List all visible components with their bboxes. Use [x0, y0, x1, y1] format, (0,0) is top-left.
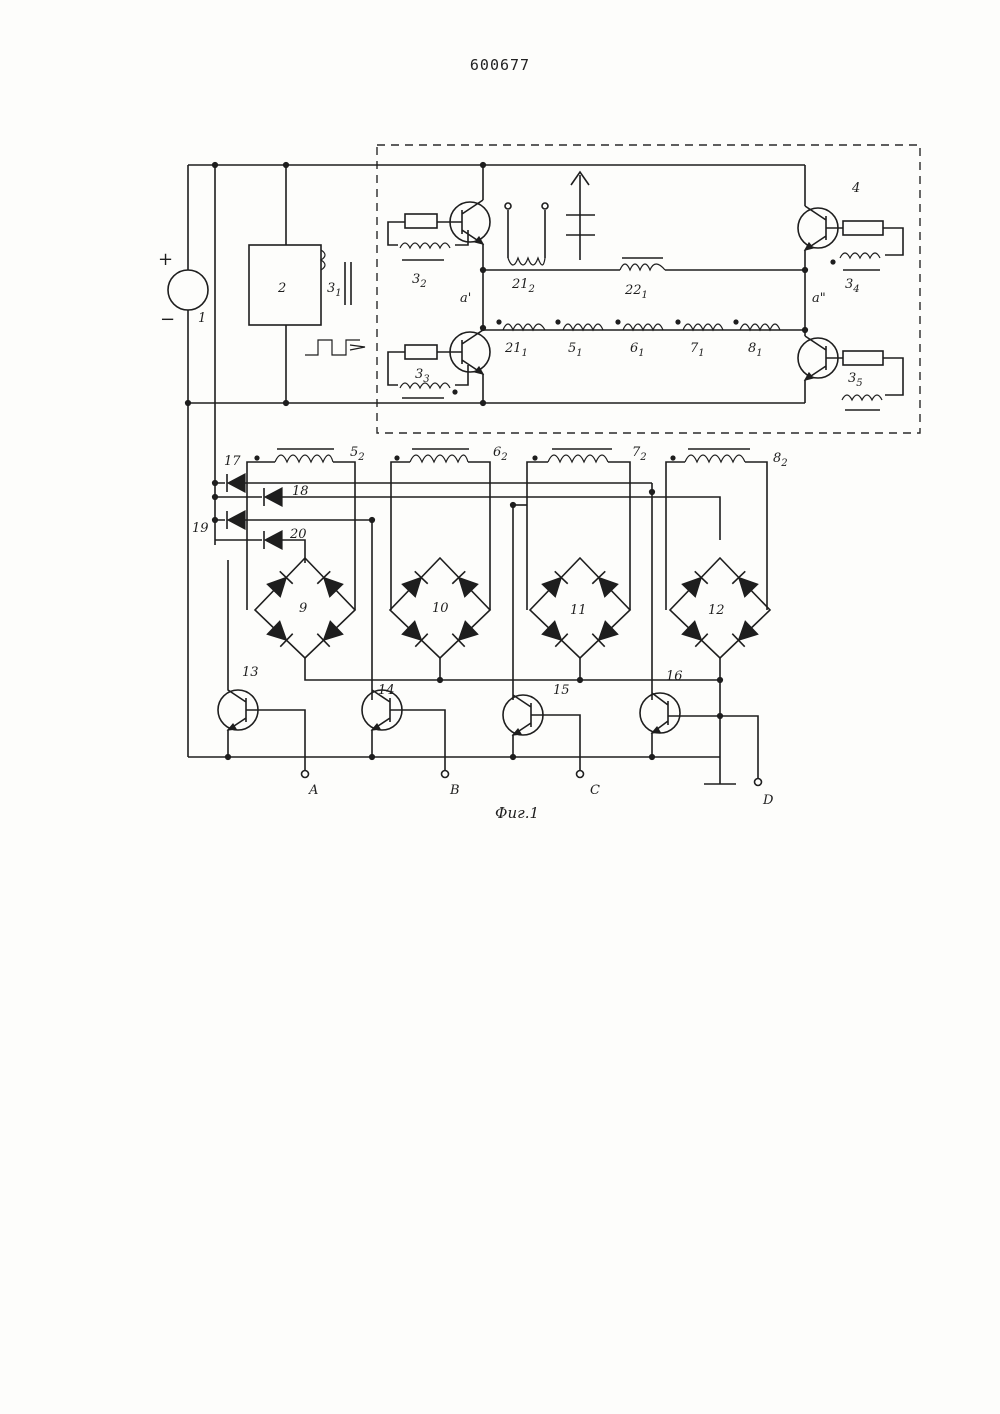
svg-text:211: 211: [504, 341, 528, 359]
w3_5-sub: 5: [856, 378, 862, 389]
w8_2-base: 8: [773, 451, 781, 466]
series-windings: 211 51 61 71 81: [483, 320, 805, 359]
terminal-a-label: A: [308, 783, 318, 798]
terminal-c-label: C: [590, 783, 600, 798]
svg-text:52: 52: [350, 445, 365, 463]
transistor-4: 4 34: [798, 165, 903, 295]
diode-20-label: 20: [289, 527, 307, 542]
w21_1-base: 21: [504, 341, 522, 356]
w22_1-base: 22: [624, 283, 642, 298]
source-label: 1: [198, 311, 206, 326]
svg-text:82: 82: [773, 451, 788, 469]
w5_2-base: 5: [350, 445, 358, 460]
bridge-9-label: 9: [299, 601, 307, 616]
tr-15-label: 15: [553, 683, 570, 698]
w3_5-base: 3: [848, 371, 856, 386]
svg-text:34: 34: [845, 277, 860, 295]
w3_1-base: 3: [327, 281, 335, 296]
w8_1-base: 8: [748, 341, 756, 356]
w7_2-sub: 2: [639, 452, 646, 463]
output-transistor-16: 16: [640, 669, 758, 778]
svg-text:81: 81: [748, 341, 763, 359]
w3_4-base: 3: [845, 277, 853, 292]
terminal-d-label: D: [762, 793, 774, 808]
svg-text:35: 35: [848, 371, 863, 389]
w5_2-sub: 2: [357, 452, 364, 463]
w6_2-base: 6: [493, 445, 501, 460]
svg-text:32: 32: [412, 272, 427, 290]
output-transistor-13: 13: [218, 560, 305, 770]
w5_1-base: 5: [568, 341, 576, 356]
w8_2-sub: 2: [780, 458, 787, 469]
transistor-bottom-right: 35: [798, 336, 903, 410]
bridge-11-label: 11: [570, 603, 587, 618]
tr-16-label: 16: [666, 669, 683, 684]
diode-19-label: 19: [192, 521, 209, 536]
w22_1-sub: 1: [642, 290, 648, 301]
control-block: 2 31: [249, 245, 365, 355]
svg-text:62: 62: [493, 445, 508, 463]
svg-text:212: 212: [511, 277, 535, 295]
terminal-c[interactable]: [577, 771, 584, 778]
terminal-a[interactable]: [302, 771, 309, 778]
plus-sign: +: [158, 249, 173, 270]
svg-text:61: 61: [630, 341, 645, 359]
svg-text:33: 33: [415, 367, 430, 385]
figure-caption: Фиг.1: [495, 804, 539, 822]
transistor-bottom-left: 33: [388, 330, 490, 403]
power-source: + − 1: [158, 249, 208, 330]
ground-symbol: [704, 760, 736, 784]
svg-text:71: 71: [690, 341, 705, 359]
svg-text:221: 221: [624, 283, 648, 301]
tr-14-label: 14: [378, 683, 395, 698]
output-terminals: A B C D: [302, 771, 775, 809]
node-a1-label: a': [460, 291, 471, 306]
tr-13-label: 13: [242, 665, 259, 680]
diode-ladder: 17 18 19 20: [192, 454, 720, 563]
w21_1-sub: 1: [522, 348, 528, 359]
terminal-d[interactable]: [755, 779, 762, 786]
w8_1-sub: 1: [756, 348, 762, 359]
node-a2-label: a": [812, 291, 826, 306]
winding-21-2: 212: [505, 172, 595, 295]
bridge-10-label: 10: [432, 601, 449, 616]
w5_1-sub: 1: [576, 348, 582, 359]
w3_2-sub: 2: [419, 279, 426, 290]
diode-17-label: 17: [224, 454, 241, 469]
transistor-4-label: 4: [851, 181, 860, 196]
w21_2-sub: 2: [528, 284, 535, 295]
w3_2-base: 3: [412, 272, 420, 287]
minus-sign: −: [160, 309, 175, 330]
w3_1-sub: 1: [335, 288, 341, 299]
w3_3-base: 3: [415, 367, 423, 382]
w21_2-base: 21: [511, 277, 529, 292]
inverter-enclosure: [377, 145, 920, 433]
w3_4-sub: 4: [852, 284, 859, 295]
transistor-top-left: 32: [388, 165, 490, 290]
bridge-12-label: 12: [708, 603, 725, 618]
w6_1-base: 6: [630, 341, 638, 356]
diode-18-label: 18: [292, 484, 309, 499]
svg-text:51: 51: [568, 341, 583, 359]
svg-text:31: 31: [327, 281, 342, 299]
w7_1-sub: 1: [698, 348, 704, 359]
w3_3-sub: 3: [423, 374, 429, 385]
w6_2-sub: 2: [500, 452, 507, 463]
terminal-b-label: B: [449, 783, 460, 798]
block-label: 2: [277, 281, 286, 296]
svg-text:72: 72: [632, 445, 647, 463]
w6_1-sub: 1: [638, 348, 644, 359]
terminal-b[interactable]: [442, 771, 449, 778]
